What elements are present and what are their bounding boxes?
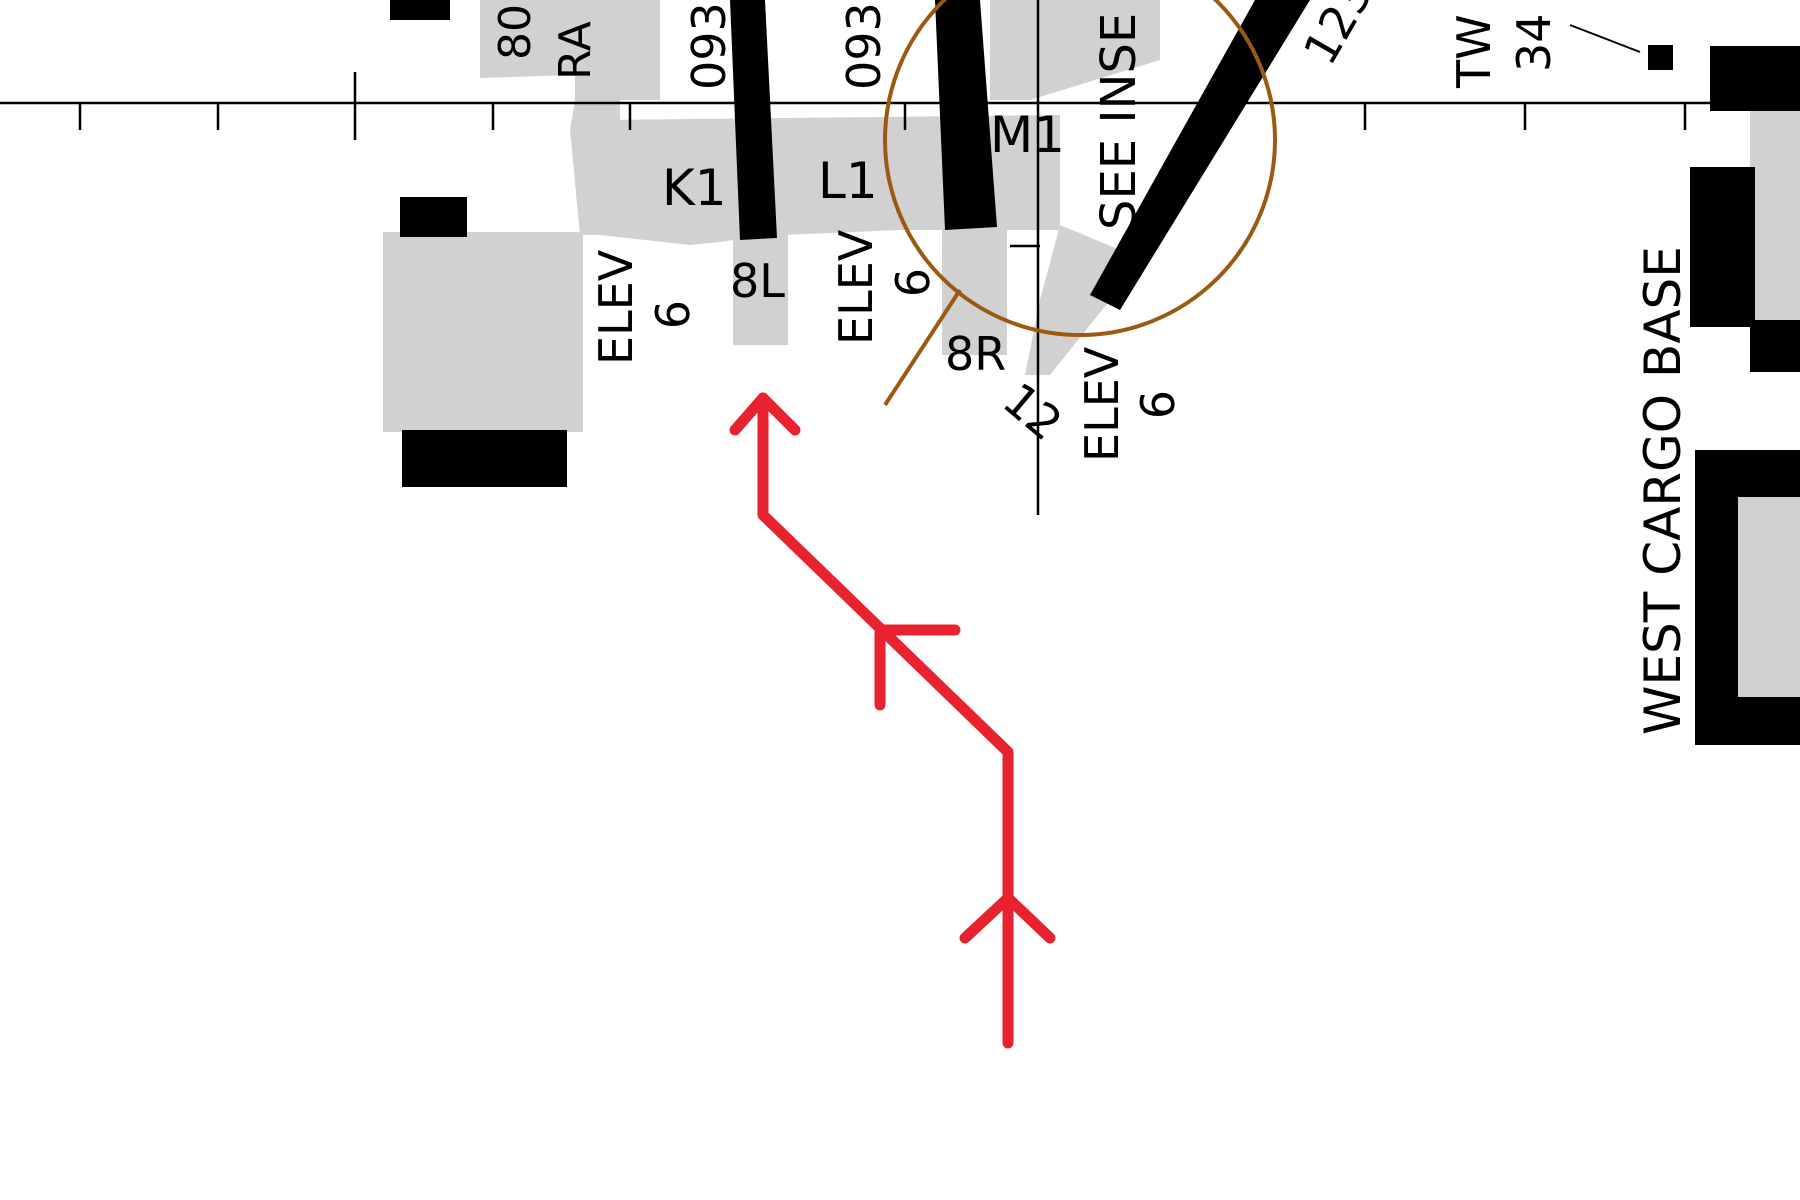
route-arrowhead-bottom [959,892,1056,944]
label-elev-mid: ELEV [829,229,883,345]
label-elev-west: ELEV [589,249,643,365]
labels: 80 RA 093 093 123 SEE INSE TW 34 K1 L1 M… [490,0,1692,735]
building-east-1 [1710,46,1800,111]
pad-east [1025,225,1120,375]
runways [730,0,1310,310]
label-m1: M1 [990,106,1065,164]
label-heading-093-right: 093 [837,2,891,90]
label-runway-8r: 8R [945,327,1006,381]
brown-inset-circle-icon [883,0,1277,337]
buildings [390,0,1800,745]
label-elev-east: ELEV [1075,346,1129,462]
label-runway-8l: 8L [730,254,785,308]
reference-line [0,0,1800,515]
label-see-inset: SEE INSE [1091,13,1147,230]
label-l1: L1 [818,152,878,210]
building-east-2 [1690,167,1755,327]
runway-8l [730,0,777,240]
tower-marker [1648,45,1673,70]
label-top-ra: RA [550,21,601,80]
inset-leader-line [883,288,962,407]
route-arrowhead-top [729,392,801,436]
building-west-2 [402,430,567,487]
label-heading-123: 123 [1293,0,1384,73]
building-west-1 [400,197,467,237]
red-taxi-route-icon [729,392,1056,1049]
label-tw: TW [1447,14,1501,89]
building-east-4-inner [1738,497,1800,697]
label-elev-west-value: 9 [644,300,698,329]
area-m1 [990,0,1160,100]
label-heading-093-left: 093 [682,2,736,90]
apron-west-building-pad [383,232,583,432]
label-west-cargo-base: WEST CARGO BASE [1634,246,1692,735]
building-top-west [390,0,450,20]
tower-pointer [1569,24,1641,53]
label-12: 12 [993,372,1073,451]
pad-8l [733,230,788,345]
label-k1: K1 [662,159,727,217]
label-top-80: 80 [490,4,541,60]
apron-top [480,0,660,100]
route-path [757,392,1014,1049]
runway-diagonal [1090,0,1310,310]
label-elev-east-value: 9 [1129,390,1183,419]
label-elev-mid-value: 9 [884,268,938,297]
label-tw-34: 34 [1507,13,1561,72]
route-arrowhead-mid-a [874,624,961,711]
building-east-3 [1750,320,1800,372]
runway-8r [935,0,997,230]
